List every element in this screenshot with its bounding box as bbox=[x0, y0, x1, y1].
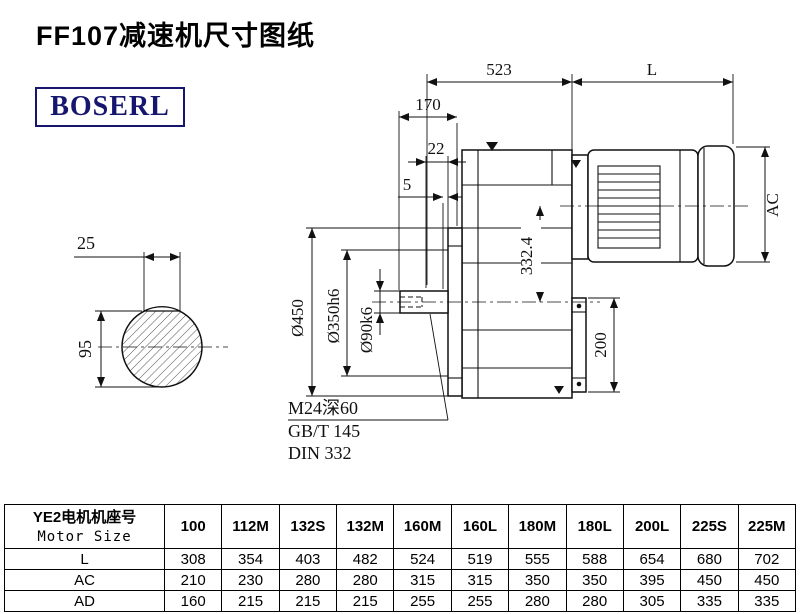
dim-200-label: 200 bbox=[591, 332, 610, 358]
motor-flange bbox=[571, 154, 589, 260]
cell-L: 519 bbox=[450, 548, 510, 570]
technical-drawing: 523 L 170 22 5 AC bbox=[74, 60, 782, 463]
finish-mark-bottom bbox=[554, 386, 564, 394]
column-header: 112M bbox=[221, 504, 280, 549]
table-row-AC: AC 210 230 280 280 315 315 350 350 395 4… bbox=[4, 569, 797, 591]
cell-L: 680 bbox=[680, 548, 739, 570]
column-header: 160L bbox=[450, 504, 510, 549]
cell-AC: 280 bbox=[278, 569, 338, 591]
cell-AD: 255 bbox=[393, 590, 452, 612]
column-header: 132M bbox=[336, 504, 395, 549]
dim-spigot-diameter-label: Ø350h6 bbox=[324, 289, 343, 344]
cell-AD: 305 bbox=[622, 590, 682, 612]
dim-523-label: 523 bbox=[486, 60, 512, 79]
table-header-row: YE2电机机座号 Motor Size 100 112M 132S 132M 1… bbox=[4, 504, 797, 549]
column-header: 180M bbox=[508, 504, 567, 549]
cell-AD: 215 bbox=[336, 590, 395, 612]
cell-AD: 215 bbox=[221, 590, 280, 612]
dim-170-label: 170 bbox=[415, 95, 441, 114]
column-header: 160M bbox=[393, 504, 452, 549]
output-flange bbox=[447, 227, 463, 397]
row-label-AD: AD bbox=[4, 590, 165, 612]
motor-size-header-en: Motor Size bbox=[37, 528, 132, 545]
cell-AD: 280 bbox=[565, 590, 624, 612]
motor-size-header-cell: YE2电机机座号 Motor Size bbox=[4, 504, 165, 549]
row-label-L: L bbox=[4, 548, 165, 570]
dim-95-label: 95 bbox=[75, 340, 95, 358]
cell-AC: 350 bbox=[508, 569, 567, 591]
cell-AC: 395 bbox=[622, 569, 682, 591]
finish-mark-motor bbox=[571, 160, 581, 168]
column-header: 180L bbox=[565, 504, 624, 549]
cell-L: 588 bbox=[565, 548, 624, 570]
dim-22-label: 22 bbox=[428, 139, 445, 158]
cell-AC: 450 bbox=[680, 569, 739, 591]
standard-gbt-label: GB/T 145 bbox=[288, 421, 360, 441]
brand-logo-text: BOSERL bbox=[50, 91, 170, 122]
dim-AC-label: AC bbox=[763, 193, 782, 217]
cell-L: 308 bbox=[163, 548, 223, 570]
cell-AC: 280 bbox=[336, 569, 395, 591]
cell-L: 354 bbox=[221, 548, 280, 570]
motor-size-header-cn: YE2电机机座号 bbox=[32, 508, 137, 526]
cell-AC: 350 bbox=[565, 569, 624, 591]
cell-AD: 215 bbox=[278, 590, 338, 612]
cell-L: 702 bbox=[737, 548, 797, 570]
standard-din-label: DIN 332 bbox=[288, 443, 352, 463]
cell-AC: 315 bbox=[393, 569, 452, 591]
table-row-L: L 308 354 403 482 524 519 555 588 654 68… bbox=[4, 548, 797, 570]
cell-L: 403 bbox=[278, 548, 338, 570]
cell-L: 524 bbox=[393, 548, 452, 570]
table-row-AD: AD 160 215 215 215 255 255 280 280 305 3… bbox=[4, 590, 797, 612]
cell-AD: 335 bbox=[680, 590, 739, 612]
cell-AC: 450 bbox=[737, 569, 797, 591]
page-title: FF107减速机尺寸图纸 bbox=[36, 21, 316, 51]
cell-AD: 335 bbox=[737, 590, 797, 612]
row-label-AC: AC bbox=[4, 569, 165, 591]
thread-callout-label: M24深60 bbox=[288, 398, 358, 418]
centerlines bbox=[98, 205, 748, 348]
cell-L: 555 bbox=[508, 548, 567, 570]
dimensions: 523 L 170 22 5 AC bbox=[74, 60, 782, 463]
cell-L: 482 bbox=[336, 548, 395, 570]
cell-AD: 280 bbox=[508, 590, 567, 612]
column-header: 200L bbox=[622, 504, 682, 549]
main-view bbox=[399, 142, 735, 399]
cell-AD: 255 bbox=[450, 590, 510, 612]
brand-logo: BOSERL bbox=[35, 87, 185, 127]
column-header: 100 bbox=[163, 504, 223, 549]
cell-AD: 160 bbox=[163, 590, 223, 612]
column-header: 225M bbox=[737, 504, 797, 549]
rear-cover bbox=[571, 297, 587, 393]
keyway-segment bbox=[143, 306, 181, 312]
cell-AC: 230 bbox=[221, 569, 280, 591]
dim-5-label: 5 bbox=[403, 175, 412, 194]
dim-25-label: 25 bbox=[77, 233, 95, 253]
finish-mark-top bbox=[486, 142, 498, 151]
column-header: 132S bbox=[278, 504, 338, 549]
cell-L: 654 bbox=[622, 548, 682, 570]
cell-AC: 210 bbox=[163, 569, 223, 591]
motor-size-table: YE2电机机座号 Motor Size 100 112M 132S 132M 1… bbox=[4, 504, 797, 612]
dim-L-label: L bbox=[647, 60, 657, 79]
dim-flange-diameter-label: Ø450 bbox=[288, 299, 307, 337]
column-header: 225S bbox=[680, 504, 739, 549]
cell-AC: 315 bbox=[450, 569, 510, 591]
dim-shaft-diameter-label: Ø90k6 bbox=[357, 307, 376, 353]
dim-332-label: 332.4 bbox=[517, 236, 536, 275]
